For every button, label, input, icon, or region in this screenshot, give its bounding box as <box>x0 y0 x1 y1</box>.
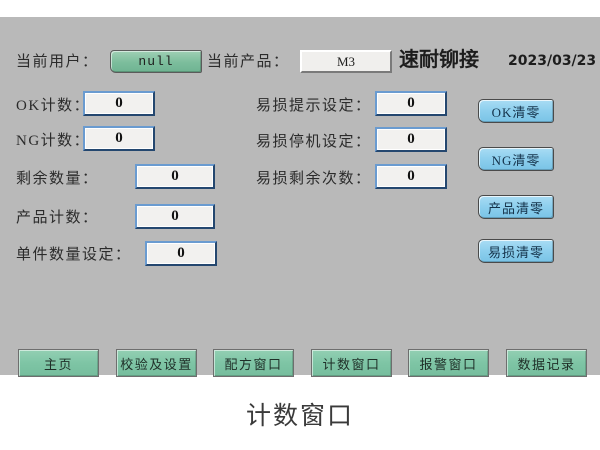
product-count-field[interactable]: 0 <box>135 204 215 229</box>
product-count-label: 产品计数： <box>16 210 99 226</box>
product-clear-button[interactable]: 产品清零 <box>478 195 554 219</box>
remaining-qty-label: 剩余数量： <box>16 171 99 187</box>
nav-button-calibration-settings[interactable]: 校验及设置 <box>116 349 197 377</box>
current-user-value[interactable]: null <box>110 50 202 73</box>
current-product-label: 当前产品： <box>207 54 290 70</box>
current-user-label: 当前用户： <box>16 54 99 70</box>
wear-warning-setting-label: 易损提示设定： <box>256 98 372 114</box>
ok-clear-button[interactable]: OK清零 <box>478 99 554 123</box>
wear-remaining-cycles-label: 易损剩余次数： <box>256 171 372 187</box>
remaining-qty-field[interactable]: 0 <box>135 164 215 189</box>
wear-remaining-cycles-field[interactable]: 0 <box>375 164 447 189</box>
nav-button-recipe-window[interactable]: 配方窗口 <box>213 349 294 377</box>
date-display: 2023/03/23 <box>508 53 597 69</box>
nav-button-home[interactable]: 主页 <box>18 349 99 377</box>
current-product-value[interactable]: M3 <box>300 50 392 73</box>
nav-button-counting-window[interactable]: 计数窗口 <box>311 349 392 377</box>
brand-title: 速耐铆接 <box>399 47 479 71</box>
wear-stop-setting-label: 易损停机设定： <box>256 134 372 150</box>
ng-count-field[interactable]: 0 <box>83 126 155 151</box>
nav-button-data-record[interactable]: 数据记录 <box>506 349 587 377</box>
wear-clear-button[interactable]: 易损清零 <box>478 239 554 263</box>
unit-qty-setting-field[interactable]: 0 <box>145 241 217 266</box>
ok-count-label: OK计数： <box>16 98 91 114</box>
unit-qty-setting-label: 单件数量设定： <box>16 247 132 263</box>
wear-stop-setting-field[interactable]: 0 <box>375 127 447 152</box>
ng-count-label: NG计数： <box>16 133 91 149</box>
hmi-panel: 当前用户： null 当前产品： M3 速耐铆接 2023/03/23 OK计数… <box>0 17 600 377</box>
wear-warning-setting-field[interactable]: 0 <box>375 91 447 116</box>
ok-count-field[interactable]: 0 <box>83 91 155 116</box>
ng-clear-button[interactable]: NG清零 <box>478 147 554 171</box>
nav-button-alarm-window[interactable]: 报警窗口 <box>408 349 489 377</box>
figure-caption: 计数窗口 <box>245 401 354 430</box>
